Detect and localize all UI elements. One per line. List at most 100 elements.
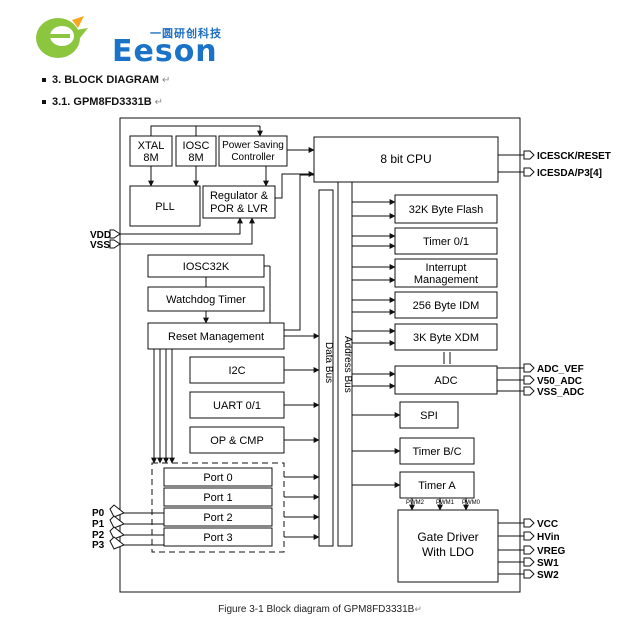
pll-block: PLL xyxy=(129,185,201,227)
pin-label-vss-adc: VSS_ADC xyxy=(537,387,584,398)
interrupt-block: Interrupt Management xyxy=(394,258,498,288)
pin-label-icesda: ICESDA/P3[4] xyxy=(537,168,602,179)
svg-text:PLL: PLL xyxy=(155,201,175,213)
svg-text:ADC: ADC xyxy=(434,375,457,387)
svg-text:IOSC: IOSC xyxy=(183,140,210,152)
svg-text:Controller: Controller xyxy=(231,152,275,163)
watchdog-block: Watchdog Timer xyxy=(147,286,265,312)
adc-block: ADC xyxy=(394,365,498,395)
svg-text:Timer B/C: Timer B/C xyxy=(412,446,461,458)
vss-pin-icon xyxy=(109,239,121,249)
timer01-block: Timer 0/1 xyxy=(394,227,498,255)
vreg-pin-icon xyxy=(523,545,535,555)
svg-text:I2C: I2C xyxy=(228,365,245,377)
svg-text:Reset Management: Reset Management xyxy=(168,331,264,343)
pin-label-v50-adc: V50_ADC xyxy=(537,376,582,387)
svg-text:256 Byte IDM: 256 Byte IDM xyxy=(413,300,480,312)
svg-text:SPI: SPI xyxy=(420,410,438,422)
reset-management-block: Reset Management xyxy=(147,322,285,350)
svg-text:Regulator &: Regulator & xyxy=(210,190,269,202)
timerbc-block: Timer B/C xyxy=(399,437,475,465)
svg-text:UART 0/1: UART 0/1 xyxy=(213,400,261,412)
data-bus-label: Data Bus xyxy=(323,342,334,383)
section-heading: 3. BLOCK DIAGRAM↵ xyxy=(42,74,170,86)
timera-block: Timer A xyxy=(399,471,475,499)
pin-label-sw2: SW2 xyxy=(537,570,559,581)
pin-label-vss: VSS xyxy=(90,240,110,251)
svg-text:POR & LVR: POR & LVR xyxy=(210,203,268,215)
vss-adc-pin-icon xyxy=(523,386,535,396)
pwm2-label: PWM2 xyxy=(406,500,425,506)
svg-text:Port 3: Port 3 xyxy=(203,532,232,544)
flash-block: 32K Byte Flash xyxy=(394,194,498,224)
pin-label-sw1: SW1 xyxy=(537,558,559,569)
svg-text:OP & CMP: OP & CMP xyxy=(210,435,264,447)
pin-label-icesck: ICESCK/RESET xyxy=(537,151,611,162)
pin-label-p0: P0 xyxy=(92,508,105,519)
svg-text:32K Byte Flash: 32K Byte Flash xyxy=(409,204,484,216)
chip-outline xyxy=(119,117,521,593)
svg-text:Gate Driver: Gate Driver xyxy=(417,530,478,544)
p2-pin-icon xyxy=(109,526,125,540)
pin-label-p1: P1 xyxy=(92,519,105,530)
spi-block: SPI xyxy=(399,401,459,429)
svg-text:Watchdog Timer: Watchdog Timer xyxy=(166,294,246,306)
power-saving-controller-block: Power Saving Controller xyxy=(218,135,288,167)
pin-label-p3: P3 xyxy=(92,540,105,551)
svg-text:Port 1: Port 1 xyxy=(203,492,232,504)
port0-block: Port 0 xyxy=(163,467,273,487)
svg-text:8M: 8M xyxy=(188,152,203,164)
regulator-block: Regulator & POR & LVR xyxy=(202,185,276,219)
pin-label-adc-vef: ADC_VEF xyxy=(537,364,584,375)
svg-text:With LDO: With LDO xyxy=(422,545,474,559)
pin-label-p2: P2 xyxy=(92,530,105,541)
svg-text:3K Byte XDM: 3K Byte XDM xyxy=(413,332,479,344)
svg-text:8 bit CPU: 8 bit CPU xyxy=(380,152,431,166)
wiring xyxy=(120,125,524,575)
svg-text:Timer 0/1: Timer 0/1 xyxy=(423,236,469,248)
svg-text:Interrupt: Interrupt xyxy=(426,262,467,274)
logo-emblem-icon xyxy=(36,16,88,58)
vdd-pin-icon xyxy=(109,229,121,239)
iosc-block: IOSC 8M xyxy=(175,135,217,167)
icesda-pin-icon xyxy=(523,167,535,177)
port2-block: Port 2 xyxy=(163,507,273,527)
sw1-pin-icon xyxy=(523,557,535,567)
bullet-icon xyxy=(42,100,46,105)
pwm1-label: PWM1 xyxy=(436,500,455,506)
pin-label-hvin: HVin xyxy=(537,532,560,543)
icesck-pin-icon xyxy=(523,150,535,160)
eeson-logo: 一圆研创科技 Eeson xyxy=(32,12,232,69)
port3-block: Port 3 xyxy=(163,527,273,547)
p1-pin-icon xyxy=(109,515,125,529)
svg-text:XTAL: XTAL xyxy=(138,140,165,152)
sw2-pin-icon xyxy=(523,569,535,579)
adc-vef-pin-icon xyxy=(523,363,535,373)
vcc-pin-icon xyxy=(523,518,535,528)
ports-group xyxy=(151,462,285,553)
sub-heading: 3.1. GPM8FD3331B↵ xyxy=(42,96,163,108)
cpu-block: 8 bit CPU xyxy=(313,136,499,183)
svg-text:8M: 8M xyxy=(143,152,158,164)
xdm-block: 3K Byte XDM xyxy=(394,323,498,351)
i2c-block: I2C xyxy=(189,356,285,384)
idm-block: 256 Byte IDM xyxy=(394,291,498,319)
bullet-icon xyxy=(42,78,46,83)
svg-text:IOSC32K: IOSC32K xyxy=(183,261,230,273)
v50-adc-pin-icon xyxy=(523,375,535,385)
pin-connectors xyxy=(109,150,535,579)
pin-label-vcc: VCC xyxy=(537,519,558,530)
address-bus-label: Address Bus xyxy=(342,336,353,393)
opcmp-block: OP & CMP xyxy=(189,426,285,454)
logo-wordmark: Eeson xyxy=(112,34,218,69)
hvin-pin-icon xyxy=(523,531,535,541)
svg-text:Management: Management xyxy=(414,274,478,286)
logo-tagline: 一圆研创科技 xyxy=(150,28,222,40)
xtal-block: XTAL 8M xyxy=(129,135,173,167)
figure-caption: Figure 3-1 Block diagram of GPM8FD3331B↵ xyxy=(218,604,422,615)
p3-pin-icon xyxy=(109,536,125,550)
gate-driver-block: Gate Driver With LDO xyxy=(397,509,499,583)
svg-text:Timer A: Timer A xyxy=(418,480,456,492)
uart-block: UART 0/1 xyxy=(189,391,285,419)
